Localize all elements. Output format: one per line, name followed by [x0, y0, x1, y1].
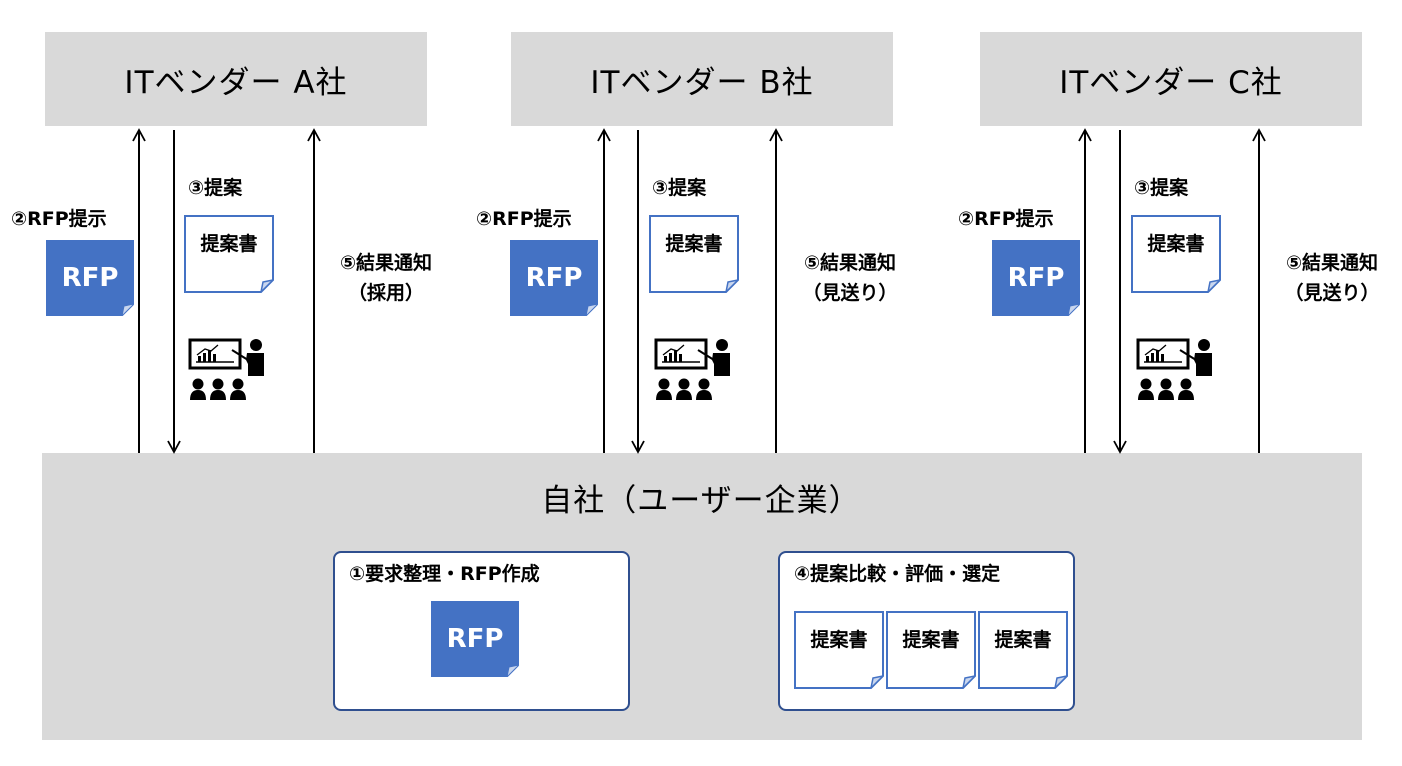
step4-title: ④提案比較・評価・選定: [794, 563, 1001, 585]
result-label-b-line1: ⑤結果通知: [803, 252, 897, 274]
result-label-c: ⑤結果通知 （見送り）: [1268, 248, 1396, 308]
proposal-doc-a-text: 提案書: [200, 233, 258, 255]
rfp-doc-c-text: RFP: [1007, 263, 1065, 293]
presentation-icon: [188, 338, 270, 402]
rfp-label-a: ②RFP提示: [11, 208, 107, 230]
vendor-b-box: ITベンダー B社: [511, 32, 893, 126]
presentation-icon: [1136, 338, 1218, 402]
rfp-doc-c: RFP: [992, 240, 1080, 316]
company-box: [42, 453, 1362, 740]
rfp-label-b: ②RFP提示: [476, 208, 572, 230]
rfp-label-c: ②RFP提示: [958, 208, 1054, 230]
step4-proposal-doc-3-text: 提案書: [994, 629, 1052, 651]
proposal-label-a: ③提案: [188, 177, 243, 199]
result-label-b: ⑤結果通知 （見送り）: [786, 248, 914, 308]
result-label-b-line2: （見送り）: [802, 282, 898, 304]
presentation-icon: [654, 338, 736, 402]
proposal-label-c: ③提案: [1134, 177, 1189, 199]
proposal-doc-c: 提案書: [1131, 215, 1221, 293]
company-title: 自社（ユーザー企業）: [541, 483, 861, 519]
step4-proposal-doc-3: 提案書: [978, 611, 1068, 689]
step4-proposal-doc-1: 提案書: [794, 611, 884, 689]
rfp-doc-a-text: RFP: [61, 263, 119, 293]
step4-proposal-doc-2-text: 提案書: [902, 629, 960, 651]
vendor-a-box: ITベンダー A社: [45, 32, 427, 126]
rfp-doc-b: RFP: [510, 240, 598, 316]
proposal-doc-a: 提案書: [184, 215, 274, 293]
step1-rfp-doc-text: RFP: [446, 624, 504, 654]
proposal-doc-b-text: 提案書: [665, 233, 723, 255]
result-label-a-line2: （採用）: [347, 282, 424, 304]
result-label-c-line2: （見送り）: [1284, 282, 1380, 304]
rfp-doc-a: RFP: [46, 240, 134, 316]
step4-panel: ④提案比較・評価・選定 提案書 提案書 提案書: [778, 551, 1075, 711]
result-label-a-line1: ⑤結果通知: [339, 252, 433, 274]
step1-panel: ①要求整理・RFP作成 RFP: [333, 551, 630, 711]
step4-proposal-doc-2: 提案書: [886, 611, 976, 689]
step4-proposal-doc-1-text: 提案書: [810, 629, 868, 651]
step1-title: ①要求整理・RFP作成: [349, 563, 540, 585]
proposal-doc-c-text: 提案書: [1147, 233, 1205, 255]
result-label-a: ⑤結果通知 （採用）: [322, 248, 450, 308]
step1-rfp-doc: RFP: [431, 601, 519, 677]
proposal-doc-b: 提案書: [649, 215, 739, 293]
proposal-label-b: ③提案: [652, 177, 707, 199]
rfp-doc-b-text: RFP: [525, 263, 583, 293]
result-label-c-line1: ⑤結果通知: [1285, 252, 1379, 274]
vendor-c-box: ITベンダー C社: [980, 32, 1362, 126]
